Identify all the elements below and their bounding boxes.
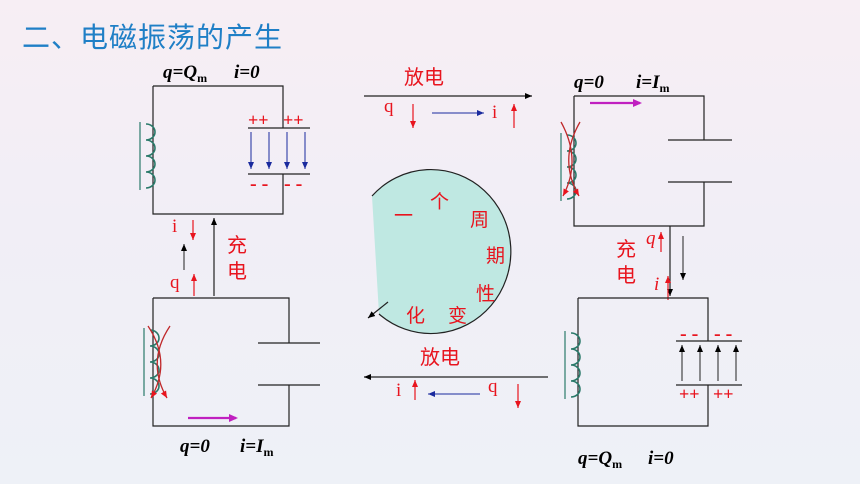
cycle-char: 期 [486, 245, 505, 267]
state-label-q: q=0 [574, 72, 604, 93]
transition-top: 放电 q i [364, 65, 532, 128]
cycle-char: 一 [394, 205, 413, 227]
minus-charges: - - [250, 173, 268, 195]
magnetic-field-line [560, 121, 573, 197]
plus-charges: ++ [713, 384, 734, 404]
var-q: q [488, 376, 498, 397]
circuit-top-right: q=0 i=Im [560, 72, 732, 227]
circuit-top-left: ++ ++ - - - - q=Qm i=0 [139, 62, 310, 215]
state-label-i: i=Im [240, 436, 274, 459]
circuit-bottom-right: - - - - ++ ++ q=Qm i=0 [564, 297, 742, 471]
transition-label: 放电 [420, 345, 460, 369]
cycle-char: 变 [448, 305, 467, 327]
state-label-q: q=0 [180, 436, 210, 457]
transition-bottom: 放电 i q [364, 345, 548, 408]
magnetic-field-line [147, 325, 162, 399]
transition-right: 充 电 q i [616, 226, 686, 300]
cycle-arrow [367, 301, 389, 319]
cycle-char: 性 [476, 283, 495, 305]
cycle-char: 个 [430, 191, 449, 213]
magnetic-field-line [568, 121, 581, 197]
var-q: q [170, 272, 180, 293]
magnetic-field-line [156, 325, 171, 399]
minus-charges: - - [714, 323, 732, 345]
var-i: i [654, 274, 659, 295]
var-q: q [646, 228, 656, 249]
state-label-q: q=Qm [163, 62, 207, 85]
var-i: i [492, 102, 497, 123]
state-label-i: i=Im [636, 72, 670, 95]
transition-label: 放电 [404, 65, 444, 89]
electric-field-lines [679, 345, 739, 381]
cycle-circle: 一 个 周 期 性 变 化 [367, 168, 512, 335]
minus-charges: - - [284, 173, 302, 195]
minus-charges: - - [680, 323, 698, 345]
cycle-char: 周 [470, 209, 489, 231]
circuit-bottom-left: q=0 i=Im [143, 297, 320, 459]
plus-charges: ++ [283, 110, 304, 130]
transition-label: 电 [616, 263, 636, 287]
transition-label: 电 [227, 259, 247, 283]
electric-field-lines [248, 132, 308, 169]
state-label-i: i=0 [648, 448, 674, 469]
var-i: i [396, 380, 401, 401]
var-q: q [384, 96, 394, 117]
state-label-i: i=0 [234, 62, 260, 83]
cycle-char: 化 [406, 305, 425, 327]
plus-charges: ++ [248, 110, 269, 130]
page-title: 二、电磁振荡的产生 [22, 21, 284, 54]
transition-left: 充 电 i q [170, 216, 247, 296]
transition-label: 充 [616, 237, 636, 261]
state-label-q: q=Qm [578, 448, 622, 471]
plus-charges: ++ [679, 384, 700, 404]
var-i: i [172, 216, 177, 237]
transition-label: 充 [227, 233, 247, 257]
